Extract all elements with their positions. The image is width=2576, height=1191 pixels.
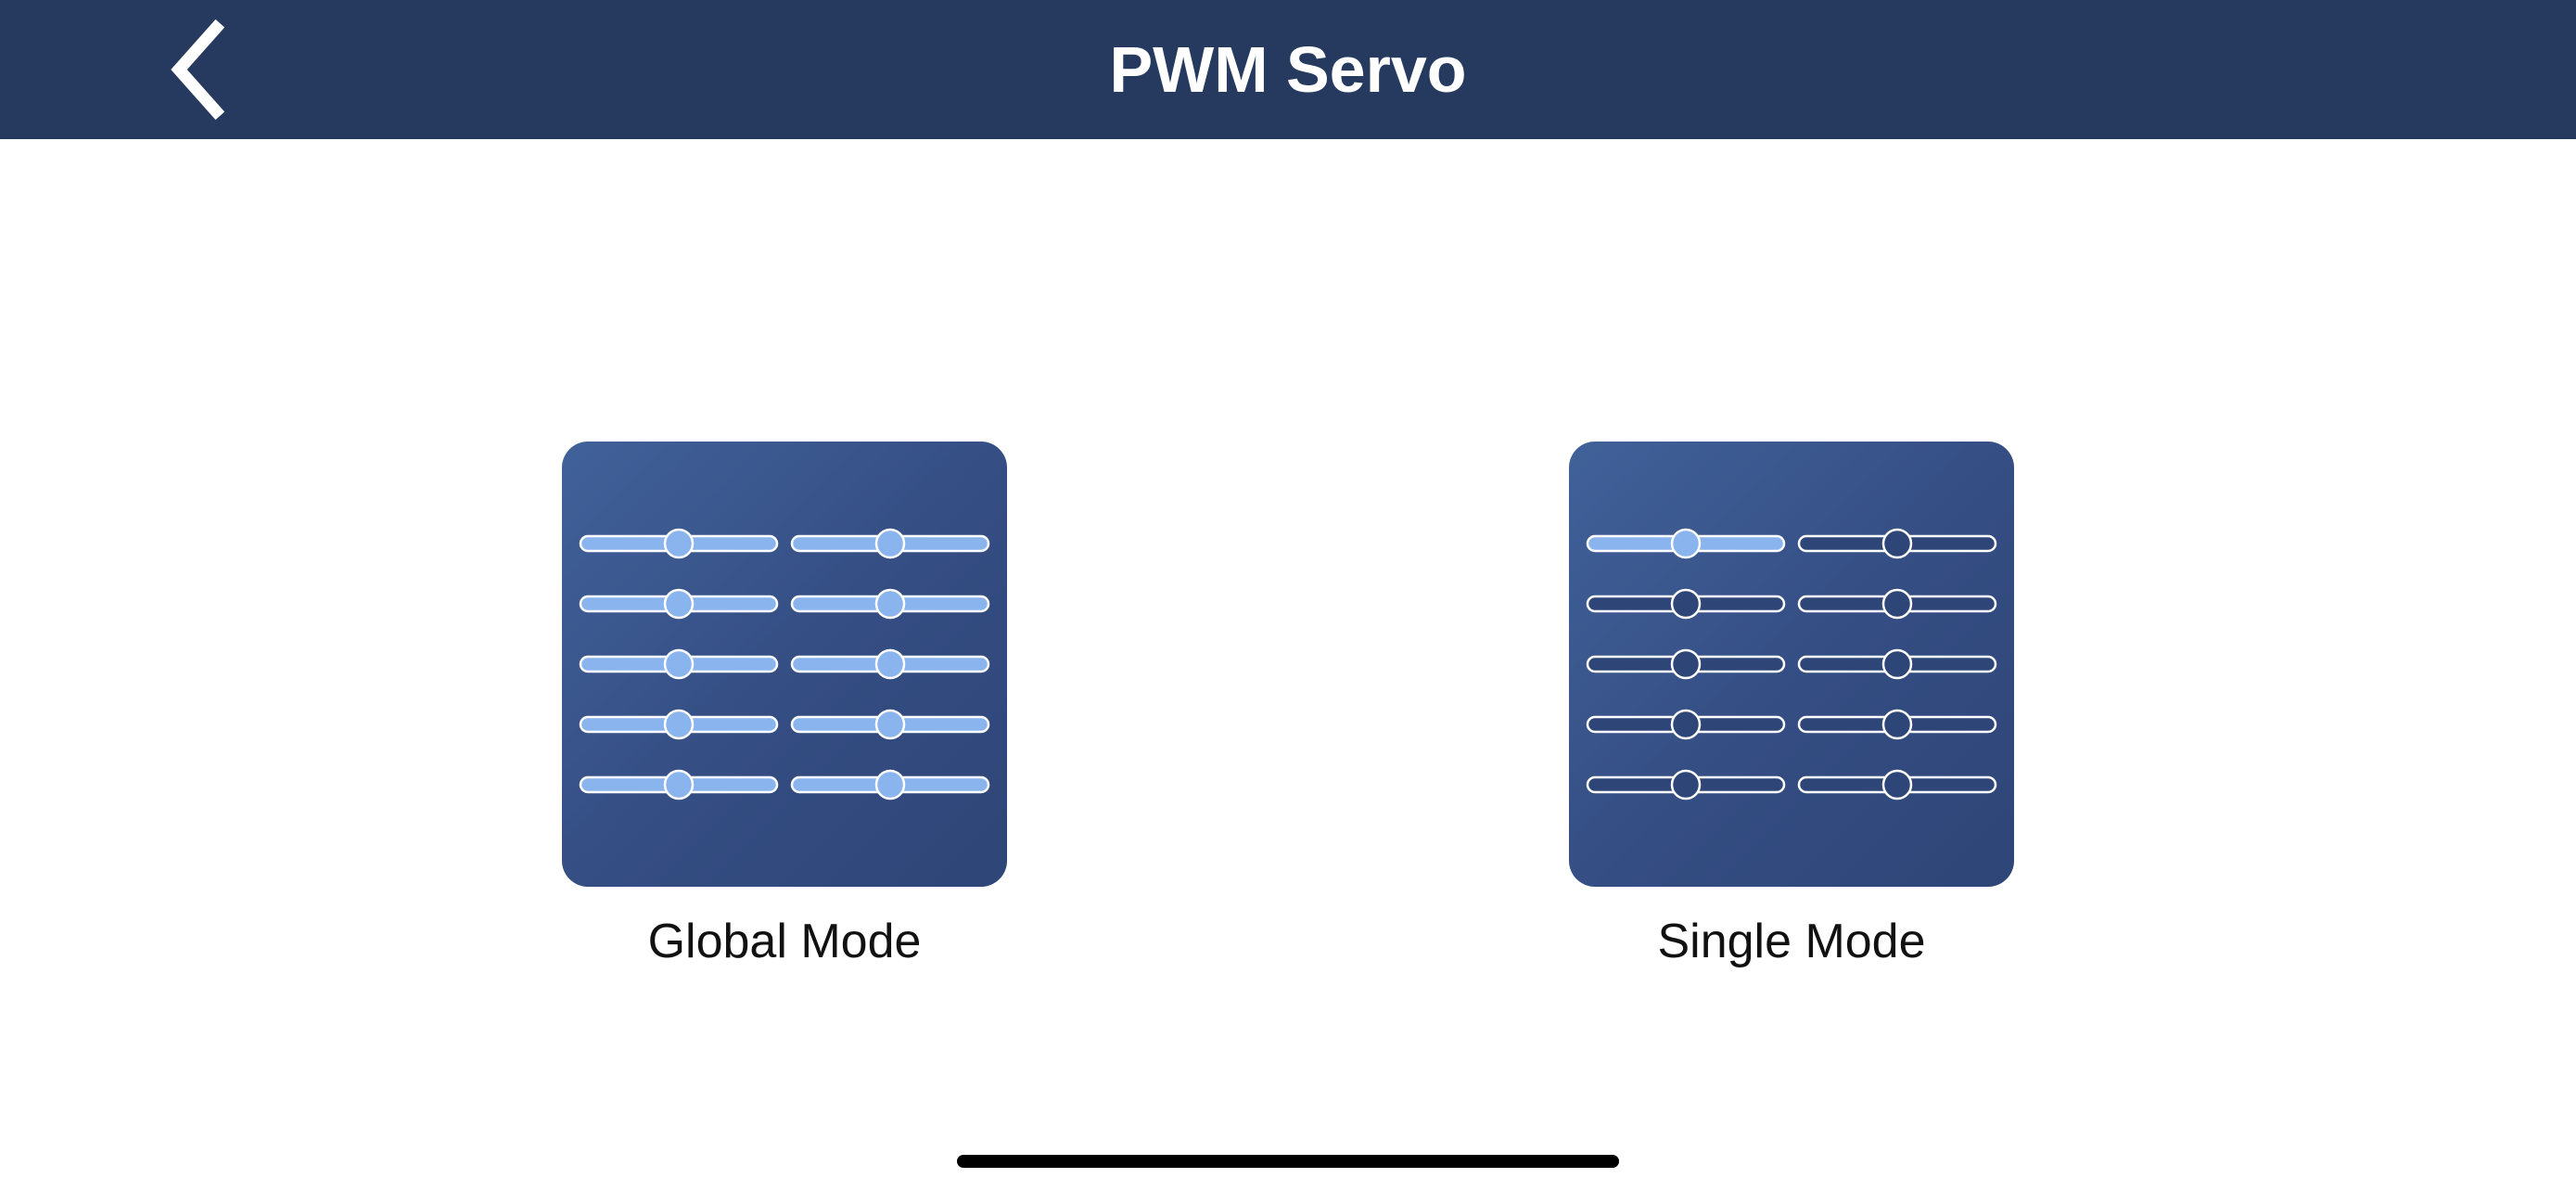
slider-knob xyxy=(874,528,906,559)
slider xyxy=(790,588,990,620)
slider xyxy=(1586,528,1786,559)
slider-knob xyxy=(663,769,695,800)
slider-knob xyxy=(1881,648,1913,680)
slider xyxy=(1586,769,1786,800)
slider xyxy=(1586,648,1786,680)
slider-knob xyxy=(1881,769,1913,800)
slider-knob xyxy=(663,528,695,559)
slider-knob xyxy=(1670,648,1702,680)
slider xyxy=(1586,709,1786,740)
sliders-single-icon xyxy=(1586,528,1997,800)
slider xyxy=(1586,588,1786,620)
slider xyxy=(579,588,779,620)
slider xyxy=(579,528,779,559)
nav-bar: PWM Servo xyxy=(0,0,2576,139)
slider-knob xyxy=(1881,528,1913,559)
slider xyxy=(790,769,990,800)
single-mode-button[interactable] xyxy=(1569,442,2014,887)
slider-knob xyxy=(1881,588,1913,620)
slider xyxy=(790,709,990,740)
slider-knob xyxy=(874,648,906,680)
slider xyxy=(1797,648,1997,680)
slider xyxy=(1797,769,1997,800)
global-mode-label[interactable]: Global Mode xyxy=(647,915,922,968)
slider xyxy=(1797,528,1997,559)
slider xyxy=(1797,709,1997,740)
global-mode-button[interactable] xyxy=(562,442,1007,887)
slider-knob xyxy=(874,709,906,740)
slider-knob xyxy=(663,648,695,680)
slider-knob xyxy=(1670,528,1702,559)
slider xyxy=(579,709,779,740)
slider-knob xyxy=(1670,709,1702,740)
sliders-active-icon xyxy=(579,528,990,800)
slider-knob xyxy=(1881,709,1913,740)
slider xyxy=(579,769,779,800)
page-title: PWM Servo xyxy=(1109,33,1467,106)
slider xyxy=(790,648,990,680)
slider-knob xyxy=(663,709,695,740)
home-indicator xyxy=(957,1155,1619,1168)
slider-knob xyxy=(874,769,906,800)
slider-knob xyxy=(1670,769,1702,800)
slider xyxy=(790,528,990,559)
slider xyxy=(579,648,779,680)
slider-knob xyxy=(1670,588,1702,620)
single-mode-label[interactable]: Single Mode xyxy=(1657,915,1926,968)
slider-knob xyxy=(663,588,695,620)
slider-knob xyxy=(874,588,906,620)
back-button[interactable] xyxy=(148,13,250,126)
slider xyxy=(1797,588,1997,620)
chevron-left-icon xyxy=(171,19,225,121)
